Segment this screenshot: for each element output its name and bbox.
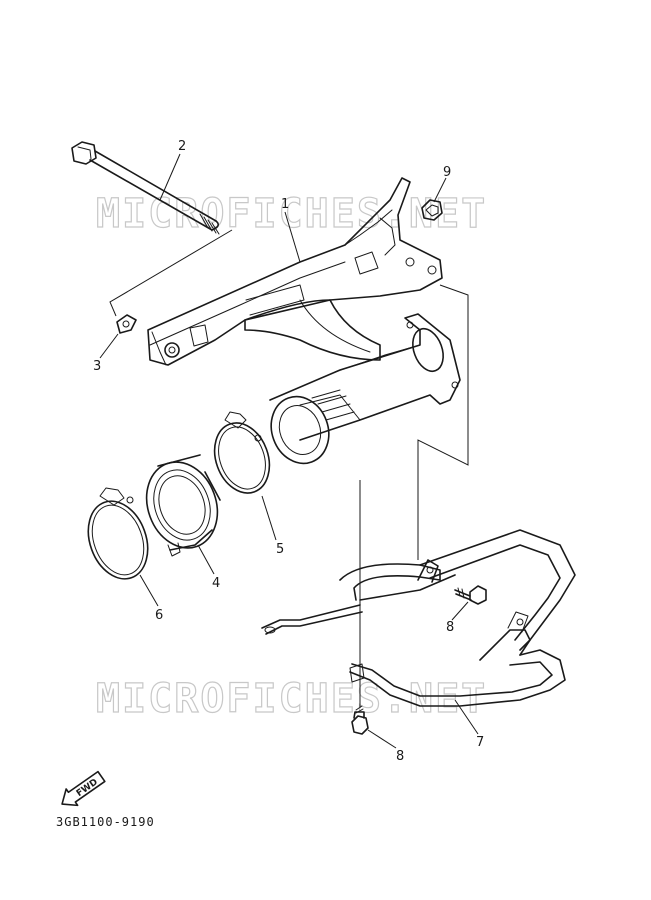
watermark-bottom: MICROFICHES.NET <box>96 676 487 722</box>
swingarm <box>147 177 461 465</box>
callout-3: 3 <box>93 359 101 374</box>
callout-8-upper: 8 <box>446 620 454 635</box>
assembly-lines <box>109 229 469 708</box>
callout-4: 4 <box>212 576 220 591</box>
callout-2: 2 <box>178 139 186 154</box>
clamp-6 <box>87 487 149 580</box>
callout-1: 1 <box>281 197 289 212</box>
bolt-8-lower <box>351 705 369 735</box>
leader-lines <box>99 153 479 749</box>
callout-5: 5 <box>276 542 284 557</box>
callout-7: 7 <box>476 735 484 750</box>
callout-6: 6 <box>155 608 163 623</box>
bolt-8-upper <box>454 585 487 605</box>
chain-adjuster <box>116 314 137 334</box>
boot <box>145 454 221 557</box>
pivot-bolt <box>71 141 220 235</box>
diagram-code: 3GB1100-9190 <box>56 815 155 829</box>
guard <box>261 529 576 707</box>
clamp-5 <box>213 411 271 494</box>
callout-9: 9 <box>443 165 451 180</box>
nut <box>421 199 443 221</box>
fwd-arrow-icon: FWD <box>61 770 106 807</box>
callout-8-lower: 8 <box>396 749 404 764</box>
